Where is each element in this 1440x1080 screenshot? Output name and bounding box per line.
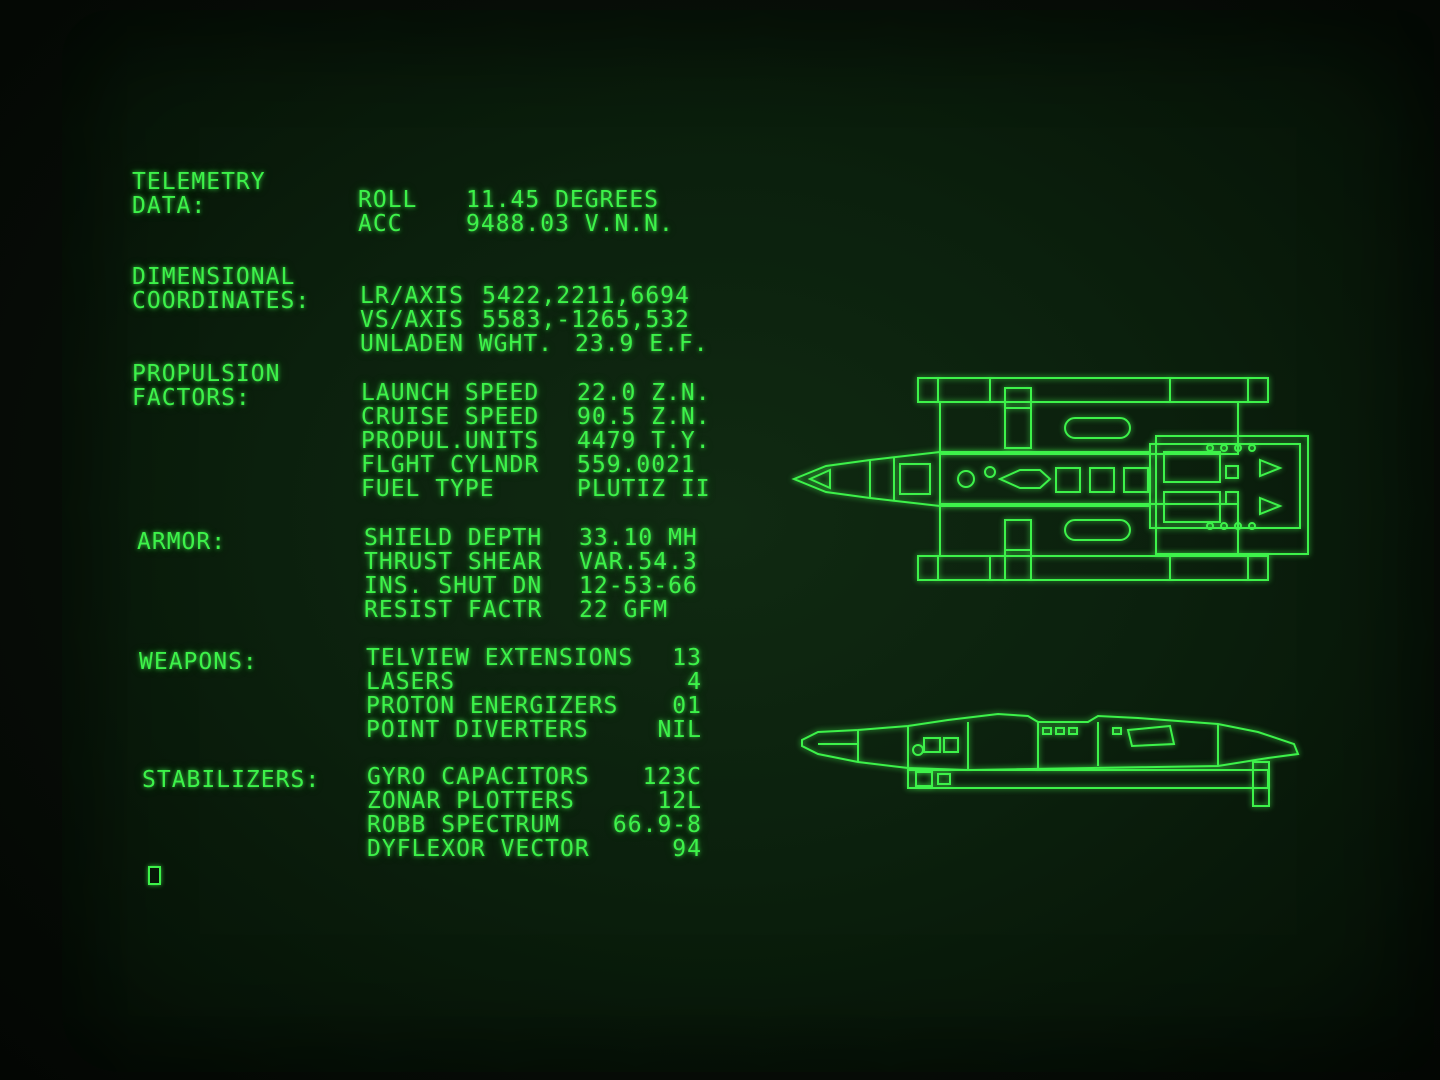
propulsion-value: 22.0 Z.N.	[577, 380, 711, 406]
weapons-value: 4	[687, 669, 702, 695]
propulsion-row: LAUNCH SPEED 22.0 Z.N.	[361, 381, 721, 405]
telemetry-label: TELEMETRY DATA:	[132, 169, 266, 219]
stabilizers-value: 123C	[642, 764, 702, 790]
stabilizers-label: STABILIZERS:	[142, 767, 321, 793]
propulsion-row: CRUISE SPEED 90.5 Z.N.	[361, 405, 721, 429]
weapons-value: 01	[672, 693, 702, 719]
telemetry-row: ROLL 11.45 DEGREES	[358, 188, 698, 212]
stabilizers-row: ZONAR PLOTTERS 12L	[367, 789, 702, 813]
weapons-row: LASERS 4	[366, 670, 702, 694]
dimensional-label: DIMENSIONAL COORDINATES:	[132, 264, 311, 314]
telemetry-row: ACC 9488.03 V.N.N.	[358, 212, 698, 236]
telemetry-value: 9488.03 V.N.N.	[466, 211, 674, 237]
armor-value: 22 GFM	[579, 597, 669, 623]
telemetry-key: ROLL	[358, 187, 418, 213]
armor-label: ARMOR:	[137, 529, 227, 555]
propulsion-key: LAUNCH SPEED	[361, 380, 540, 406]
armor-key: THRUST SHEAR	[364, 549, 543, 575]
propulsion-key: FUEL TYPE	[361, 476, 495, 502]
armor-key: SHIELD DEPTH	[364, 525, 543, 551]
weapons-label: WEAPONS:	[139, 649, 258, 675]
stabilizers-key: GYRO CAPACITORS	[367, 764, 590, 790]
dimensional-key: LR/AXIS	[360, 283, 464, 309]
stabilizers-key: DYFLEXOR VECTOR	[367, 836, 590, 862]
crt-screen: TELEMETRY DATA: ROLL 11.45 DEGREES ACC 9…	[62, 10, 1434, 1072]
armor-key: INS. SHUT DN	[364, 573, 543, 599]
telemetry-value: 11.45 DEGREES	[466, 187, 660, 213]
propulsion-key: PROPUL.UNITS	[361, 428, 540, 454]
weapons-row: TELVIEW EXTENSIONS 13	[366, 646, 702, 670]
armor-row: RESIST FACTR 22 GFM	[364, 598, 724, 622]
dimensional-value: 23.9 E.F.	[575, 331, 709, 357]
ship-top-view-schematic-icon	[791, 377, 1309, 581]
weapons-key: LASERS	[366, 669, 456, 695]
armor-value: 12-53-66	[579, 573, 698, 599]
stabilizers-value: 94	[672, 836, 702, 862]
stabilizers-value: 12L	[657, 788, 702, 814]
stabilizers-row: ROBB SPECTRUM 66.9-8	[367, 813, 702, 837]
armor-row: THRUST SHEAR VAR.54.3	[364, 550, 724, 574]
weapons-row: POINT DIVERTERS NIL	[366, 718, 702, 742]
stabilizers-row: DYFLEXOR VECTOR 94	[367, 837, 702, 861]
telemetry-key: ACC	[358, 211, 403, 237]
propulsion-row: FUEL TYPE PLUTIZ II	[361, 477, 721, 501]
dimensional-value: 5422,2211,6694	[482, 283, 690, 309]
weapons-value: 13	[672, 645, 702, 671]
stabilizers-value: 66.9-8	[612, 812, 702, 838]
weapons-key: POINT DIVERTERS	[366, 717, 589, 743]
dimensional-row: LR/AXIS 5422,2211,6694	[360, 284, 720, 308]
armor-value: VAR.54.3	[579, 549, 698, 575]
dimensional-value: 5583,-1265,532	[482, 307, 690, 333]
armor-row: INS. SHUT DN 12-53-66	[364, 574, 724, 598]
propulsion-value: 4479 T.Y.	[577, 428, 711, 454]
propulsion-value: 559.0021	[577, 452, 696, 478]
propulsion-value: PLUTIZ II	[577, 476, 711, 502]
propulsion-row: PROPUL.UNITS 4479 T.Y.	[361, 429, 721, 453]
dimensional-key: UNLADEN WGHT.	[360, 331, 554, 357]
weapons-value: NIL	[657, 717, 702, 743]
armor-row: SHIELD DEPTH 33.10 MH	[364, 526, 724, 550]
stabilizers-key: ZONAR PLOTTERS	[367, 788, 575, 814]
propulsion-label: PROPULSION FACTORS:	[132, 361, 281, 411]
stabilizers-row: GYRO CAPACITORS 123C	[367, 765, 702, 789]
propulsion-key: FLGHT CYLNDR	[361, 452, 540, 478]
dimensional-key: VS/AXIS	[360, 307, 464, 333]
propulsion-value: 90.5 Z.N.	[577, 404, 711, 430]
propulsion-key: CRUISE SPEED	[361, 404, 540, 430]
propulsion-row: FLGHT CYLNDR 559.0021	[361, 453, 721, 477]
armor-value: 33.10 MH	[579, 525, 698, 551]
weapons-key: TELVIEW EXTENSIONS	[366, 645, 634, 671]
weapons-row: PROTON ENERGIZERS 01	[366, 694, 702, 718]
armor-key: RESIST FACTR	[364, 597, 543, 623]
block-cursor-icon[interactable]	[148, 866, 161, 885]
ship-side-view-schematic-icon	[801, 712, 1300, 807]
dimensional-row: UNLADEN WGHT. 23.9 E.F.	[360, 332, 720, 356]
stabilizers-key: ROBB SPECTRUM	[367, 812, 561, 838]
dimensional-row: VS/AXIS 5583,-1265,532	[360, 308, 720, 332]
weapons-key: PROTON ENERGIZERS	[366, 693, 619, 719]
